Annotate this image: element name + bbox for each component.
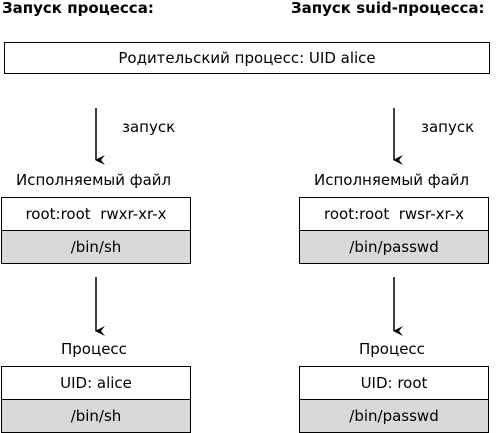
parent-process-box: Родительский процесс: UID alice	[4, 42, 490, 74]
process-left: UID: alice /bin/sh	[1, 366, 191, 433]
process-path-left: /bin/sh	[2, 400, 190, 432]
process-path-right: /bin/passwd	[300, 400, 488, 432]
parent-process-label: Родительский процесс: UID alice	[118, 49, 376, 67]
heading-suid-launch: Запуск suid-процесса:	[291, 0, 485, 17]
file-path-left: /bin/sh	[2, 231, 190, 263]
executable-file-right: root:root rwsr-xr-x /bin/passwd	[299, 197, 489, 264]
file-caption-right: Исполняемый файл	[314, 171, 470, 189]
launch-label-left: запуск	[122, 118, 176, 136]
process-caption-right: Процесс	[359, 340, 425, 358]
process-right: UID: root /bin/passwd	[299, 366, 489, 433]
file-perms-left: root:root rwxr-xr-x	[2, 198, 190, 231]
process-uid-left: UID: alice	[2, 367, 190, 400]
file-caption-left: Исполняемый файл	[16, 171, 172, 189]
file-path-right: /bin/passwd	[300, 231, 488, 263]
file-perms-right: root:root rwsr-xr-x	[300, 198, 488, 231]
executable-file-left: root:root rwxr-xr-x /bin/sh	[1, 197, 191, 264]
heading-normal-launch: Запуск процесса:	[2, 0, 154, 17]
process-uid-right: UID: root	[300, 367, 488, 400]
launch-label-right: запуск	[421, 118, 475, 136]
process-caption-left: Процесс	[61, 340, 127, 358]
